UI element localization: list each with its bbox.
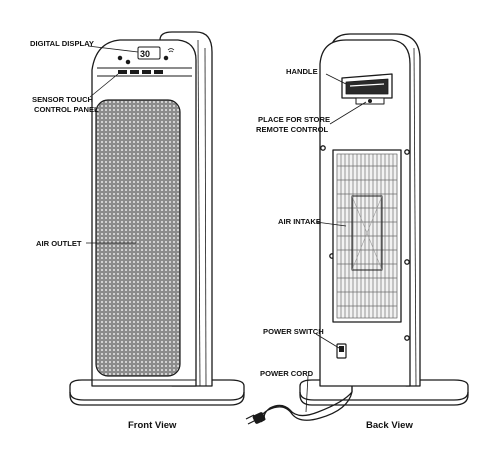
plug-icon [245,412,266,425]
label-air-intake: AIR INTAKE [278,217,321,226]
back-heater [299,33,469,406]
label-power-cord: POWER CORD [260,369,314,378]
leader-lines [86,45,367,413]
air-outlet-grille [95,99,181,377]
digital-display-window [137,46,161,60]
label-sensor-touch-line2: CONTROL PANEL [34,105,99,114]
label-digital-display: DIGITAL DISPLAY [30,39,94,48]
label-handle: HANDLE [286,67,318,76]
label-store-remote-line1: PLACE FOR STORE [258,115,330,124]
touch-button-4[interactable] [154,70,163,74]
label-air-outlet: AIR OUTLET [36,239,82,248]
touch-button-1[interactable] [118,70,127,74]
air-intake-grille [332,149,402,323]
label-store-remote-line2: REMOTE CONTROL [256,125,328,134]
caption-front-view: Front View [128,420,177,431]
power-cord [260,391,353,423]
touch-button-2[interactable] [130,70,139,74]
label-power-switch: POWER SWITCH [263,327,324,336]
label-sensor-touch-line1: SENSOR TOUCH [32,95,93,104]
caption-back-view: Back View [366,420,413,431]
front-heater [69,31,245,406]
digital-display-value: 30 [140,49,150,59]
touch-button-3[interactable] [142,70,151,74]
